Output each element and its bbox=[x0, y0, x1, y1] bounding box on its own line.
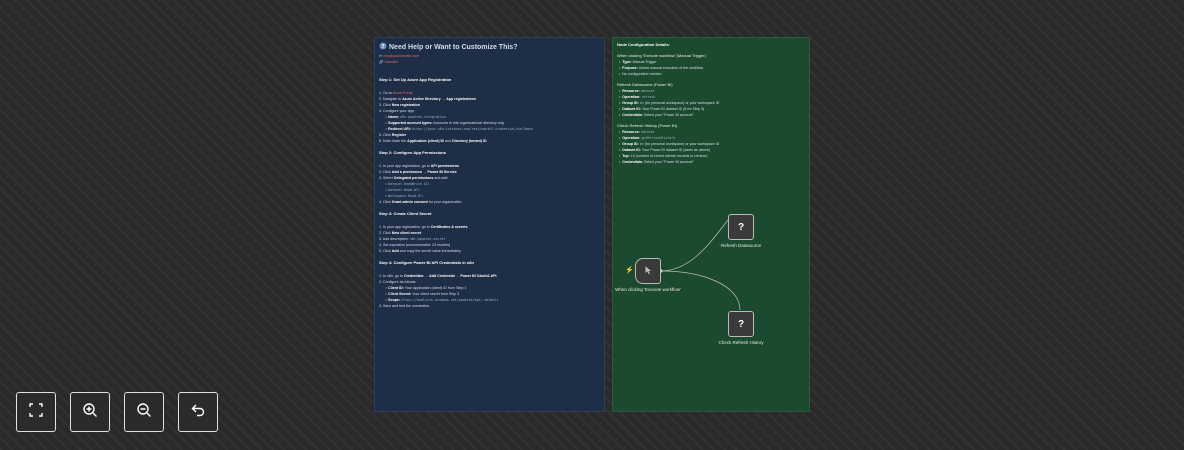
step1-subitem: ○ Name: n8n-powerbi-integration bbox=[385, 115, 446, 120]
step2-permission: ○ Dataset.ReadWrite.All bbox=[385, 182, 430, 187]
step4-subitem: ○ Client ID: Your Application (client) I… bbox=[385, 286, 467, 291]
config-bullet: Operation: refresh bbox=[617, 94, 805, 100]
config-bullet: Group ID: me (for personal workspace) or… bbox=[617, 141, 805, 147]
step4-heading: Step 4: Configure Power BI API Credentia… bbox=[379, 260, 474, 266]
question-icon: ? bbox=[379, 42, 387, 53]
trigger-node-label: When clicking 'Execute workflow' bbox=[615, 287, 681, 292]
zoom-out-button[interactable] bbox=[124, 392, 164, 432]
step4-subitem: ○ Client Secret: Your client secret from… bbox=[385, 292, 460, 297]
help-sticky-note[interactable]: ? Need Help or Want to Customize This? ✉… bbox=[374, 37, 605, 412]
step2-permission: ○ Workspace.Read.All bbox=[385, 194, 424, 199]
step1-item: 3. Click New registration bbox=[379, 103, 420, 108]
config-bullet: Credentials: Select your "Power BI accou… bbox=[617, 159, 805, 165]
step3-item: 5. Click Add and copy the secret value i… bbox=[379, 249, 461, 254]
step3-item: 1. In your app registration, go to Certi… bbox=[379, 225, 468, 230]
unknown-node-icon: ? bbox=[737, 318, 745, 330]
step1-item: 6. Note down the Application (client) ID… bbox=[379, 139, 487, 144]
linkedin-row: 🔗 LinkedIn bbox=[379, 60, 600, 66]
config-bullet: Type: Manual Trigger bbox=[617, 59, 805, 65]
config-bullet: Top: 10 (number of recent refresh record… bbox=[617, 153, 805, 159]
trigger-bolt-icon: ⚡ bbox=[625, 267, 634, 274]
step2-permission: ○ Dataset.Read.All bbox=[385, 188, 420, 193]
history-config-title: Check Refresh History (Power BI) bbox=[617, 123, 678, 128]
refresh-config-title: Refresh Datasource (Power BI) bbox=[617, 82, 673, 87]
step1-item: 4. Configure your app: bbox=[379, 109, 415, 114]
trigger-config-title: When clicking 'Execute workflow' (Manual… bbox=[617, 53, 706, 58]
step3-item: 4. Set expiration (recommended: 24 month… bbox=[379, 243, 451, 248]
step3-heading: Step 3: Create Client Secret bbox=[379, 211, 432, 217]
config-bullet: Dataset ID: Your Power BI dataset ID (sa… bbox=[617, 147, 805, 153]
step1-heading: Step 1: Set Up Azure App Registration bbox=[379, 77, 452, 83]
step2-item: 1. In your app registration, go to API p… bbox=[379, 164, 459, 169]
svg-text:?: ? bbox=[381, 44, 384, 50]
config-bullet: Operation: getRefreshHistory bbox=[617, 135, 805, 141]
step3-item: 2. Click New client secret bbox=[379, 231, 422, 236]
reset-zoom-button[interactable] bbox=[178, 392, 218, 432]
fit-view-icon bbox=[28, 402, 44, 423]
help-note-title-row: ? Need Help or Want to Customize This? bbox=[379, 42, 600, 53]
history-node-label: Check Refresh History bbox=[718, 340, 764, 345]
step2-heading: Step 2: Configure App Permissions bbox=[379, 150, 446, 156]
manual-trigger-node[interactable] bbox=[635, 258, 661, 284]
config-bullet: No configuration needed bbox=[617, 71, 805, 77]
step1-subitem: ○ Redirect URI: https://your-n8n-instanc… bbox=[385, 127, 534, 132]
config-bullet: Dataset ID: Your Power BI dataset ID (fr… bbox=[617, 106, 805, 112]
zoom-in-button[interactable] bbox=[70, 392, 110, 432]
connection-trigger-to-refresh[interactable] bbox=[660, 219, 729, 272]
step2-item: 2. Click Add a permission → Power BI Ser… bbox=[379, 170, 457, 175]
config-bullet: Resource: dataset bbox=[617, 88, 805, 94]
config-note-heading: Node Configuration Details: bbox=[617, 42, 670, 47]
contact-email-row: ✉ info@yourdomain.com bbox=[379, 54, 600, 60]
cursor-click-icon bbox=[643, 265, 653, 278]
step1-subitem: ○ Supported account types: Accounts in t… bbox=[385, 121, 505, 126]
step4-subitem: ○ Scope: https://analysis.windows.net/po… bbox=[385, 298, 499, 303]
help-note-title: Need Help or Want to Customize This? bbox=[389, 44, 518, 51]
refresh-node-label: Refresh Datasource bbox=[720, 243, 762, 248]
step4-item: 1. In n8n, go to Credentials → Add Crede… bbox=[379, 274, 497, 279]
step1-item: 2. Navigate to Azure Active Directory → … bbox=[379, 97, 476, 102]
unknown-node-icon: ? bbox=[737, 221, 745, 233]
undo-icon bbox=[190, 402, 206, 423]
check-refresh-history-node[interactable]: ? bbox=[728, 311, 754, 337]
zoom-out-icon bbox=[136, 402, 152, 423]
azure-portal-link[interactable]: Azure Portal bbox=[392, 91, 413, 96]
step4-item: 2. Configure as follows: bbox=[379, 280, 417, 285]
email-icon: ✉ bbox=[379, 54, 383, 58]
config-bullet: Purpose: Allows manual execution of the … bbox=[617, 65, 805, 71]
config-sticky-note[interactable]: Node Configuration Details: When clickin… bbox=[612, 37, 810, 412]
connection-trigger-to-history[interactable] bbox=[660, 270, 741, 311]
config-bullet: Group ID: me (for personal workspace) or… bbox=[617, 100, 805, 106]
config-bullet: Resource: dataset bbox=[617, 129, 805, 135]
step2-item: 3. Select Delegated permissions and add: bbox=[379, 176, 449, 181]
step4-item: 3. Save and test the connection bbox=[379, 304, 430, 309]
step1-item: 1. Go to Azure Portal bbox=[379, 91, 413, 96]
step3-item: 3. Add description: n8n-powerbi-secret bbox=[379, 237, 446, 242]
refresh-datasource-node[interactable]: ? bbox=[728, 214, 754, 240]
link-icon: 🔗 bbox=[379, 59, 384, 64]
step2-item: 4. Click Grant admin consent for your or… bbox=[379, 200, 462, 205]
step1-item: 5. Click Register bbox=[379, 133, 407, 138]
zoom-in-icon bbox=[82, 402, 98, 423]
fit-view-button[interactable] bbox=[16, 392, 56, 432]
contact-email-link[interactable]: info@yourdomain.com bbox=[383, 54, 420, 58]
linkedin-link[interactable]: LinkedIn bbox=[384, 59, 399, 64]
config-bullet: Credentials: Select your "Power BI accou… bbox=[617, 112, 805, 118]
